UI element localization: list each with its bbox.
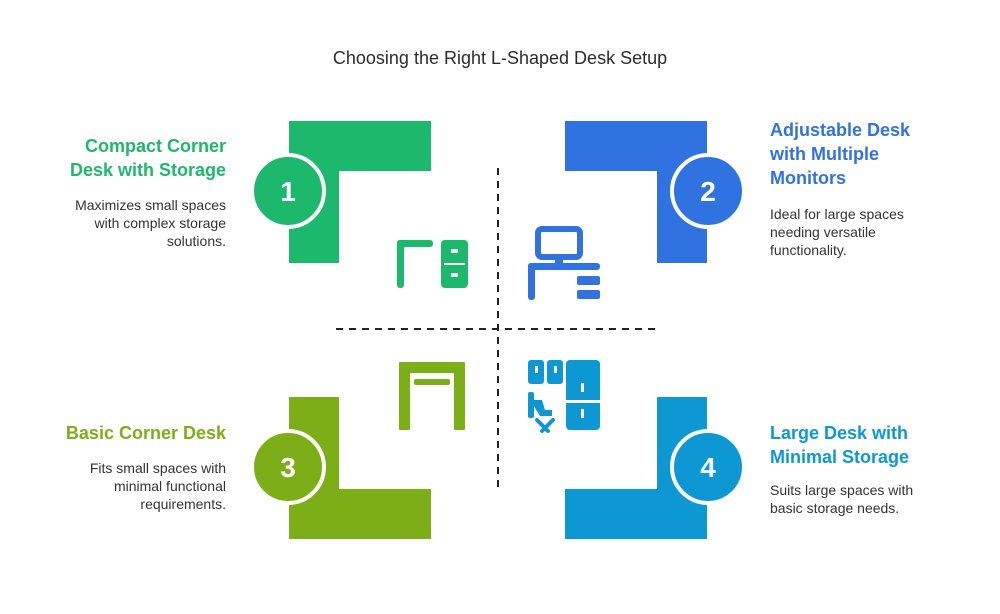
q1-heading: Compact Corner Desk with Storage: [30, 134, 226, 182]
q3-number-badge: [250, 429, 326, 505]
q3-description-line: requirements.: [140, 496, 226, 512]
q1-heading-line: Compact Corner: [84, 136, 226, 156]
q1-description-line: Maximizes small spaces: [75, 197, 226, 213]
diagram-title: Choosing the Right L-Shaped Desk Setup: [332, 48, 668, 68]
q1-heading-line: Desk with Storage: [69, 160, 226, 180]
q4-heading-line: Large Desk with: [770, 423, 909, 443]
q3-heading-line: Basic Corner Desk: [65, 423, 226, 443]
q3-description: Fits small spaces with minimal functiona…: [30, 459, 226, 513]
q4-l-shape: [565, 397, 707, 539]
q1-description-line: solutions.: [166, 233, 226, 249]
q1-number: 1: [280, 176, 296, 207]
q2-description: Ideal for large spaces needing versatile…: [770, 205, 980, 259]
q3-description-line: Fits small spaces with: [89, 460, 226, 476]
corner-desk-cabinet-icon: [397, 240, 468, 288]
simple-desk-icon: [399, 362, 465, 430]
q4-description: Suits large spaces with basic storage ne…: [770, 481, 980, 517]
q3-heading: Basic Corner Desk: [30, 421, 226, 445]
q2-number-badge: [670, 153, 746, 229]
q4-heading-line: Minimal Storage: [770, 447, 910, 467]
q3-description-line: minimal functional: [113, 478, 226, 494]
q3-number: 3: [280, 452, 296, 483]
desk-chair-lockers-icon: [528, 360, 600, 433]
q4-description-line: Suits large spaces with: [770, 482, 914, 498]
q2-heading: Adjustable Desk with Multiple Monitors: [770, 118, 980, 190]
q1-description: Maximizes small spaces with complex stor…: [30, 196, 226, 250]
q2-description-line: Ideal for large spaces: [770, 206, 904, 222]
q2-description-line: needing versatile: [770, 224, 876, 240]
q4-description-line: basic storage needs.: [770, 500, 900, 516]
q2-l-shape: [565, 121, 707, 263]
q2-heading-line: Monitors: [770, 168, 846, 188]
q4-number-badge: [670, 429, 746, 505]
q1-number-badge: [250, 153, 326, 229]
q2-number: 2: [700, 176, 716, 207]
q2-heading-line: Adjustable Desk: [770, 120, 911, 140]
q2-description-line: functionality.: [770, 242, 847, 258]
q4-number: 4: [700, 452, 716, 483]
q1-l-shape: [289, 121, 431, 263]
q1-description-line: with complex storage: [94, 215, 226, 231]
q2-heading-line: with Multiple: [770, 144, 879, 164]
q3-l-shape: [289, 397, 431, 539]
monitor-desk-icon: [528, 226, 600, 300]
q4-heading: Large Desk with Minimal Storage: [770, 421, 980, 469]
